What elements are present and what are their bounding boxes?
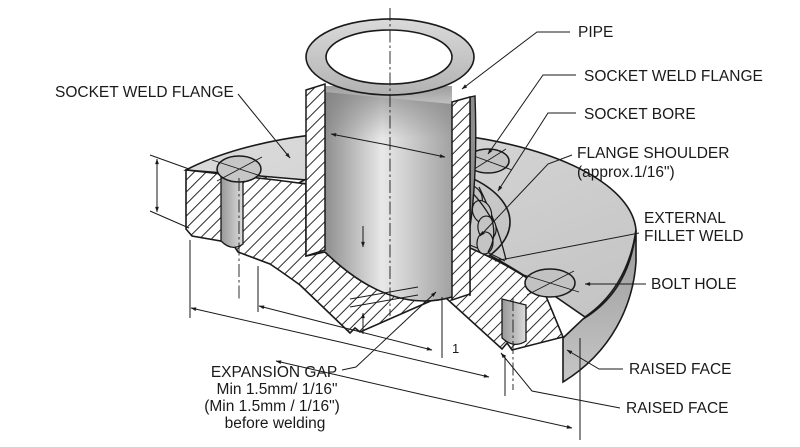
label-external-fillet-weld-line1: EXTERNAL <box>644 210 726 227</box>
leader-raised-face-lower <box>500 352 621 409</box>
label-expansion-gap-line2: Min 1.5mm/ 1/16" <box>217 381 338 398</box>
label-pipe: PIPE <box>578 24 613 41</box>
leader-expansion-gap <box>341 291 437 371</box>
bolt-hole-left <box>211 155 268 248</box>
dim-extension-lines <box>189 240 581 440</box>
pipe-wall-left-section <box>305 82 326 258</box>
dim-bottom-a <box>258 305 433 351</box>
dim-socket-depth <box>349 226 419 334</box>
dim-bore-diameter <box>330 133 446 158</box>
dim-bottom-c <box>275 360 573 429</box>
leader-raised-face-upper <box>566 349 623 370</box>
pipe-wall-right-section <box>451 96 471 302</box>
label-flange-shoulder-line2: (approx.1/16") <box>577 164 675 181</box>
leader-flange-shoulder <box>479 154 573 237</box>
label-raised-face-upper: RAISED FACE <box>629 361 732 378</box>
label-socket-weld-flange-right: SOCKET WELD FLANGE <box>584 68 763 85</box>
label-bolt-hole: BOLT HOLE <box>651 276 737 293</box>
pipe-bore <box>325 92 452 301</box>
flange-rim <box>562 229 637 384</box>
leader-lines <box>237 31 646 409</box>
leader-socket-weld-flange-left <box>237 93 291 159</box>
dimensions <box>149 133 581 440</box>
leader-pipe <box>461 31 570 90</box>
labels: PIPE SOCKET WELD FLANGE SOCKET BORE FLAN… <box>55 24 763 432</box>
leader-external-fillet-weld <box>494 232 640 262</box>
bolt-hole-right <box>501 268 580 345</box>
label-socket-weld-flange-left: SOCKET WELD FLANGE <box>55 84 234 101</box>
label-flange-shoulder-line1: FLANGE SHOULDER <box>577 145 729 162</box>
leader-socket-bore <box>497 112 576 192</box>
label-dim-tick: 1 <box>452 341 459 356</box>
pipe <box>305 18 477 302</box>
label-expansion-gap-line4: before welding <box>225 415 326 432</box>
leader-socket-weld-flange-right <box>487 74 576 155</box>
label-external-fillet-weld-line2: FILLET WELD <box>644 228 744 245</box>
label-expansion-gap-line3: (Min 1.5mm / 1/16") <box>204 398 340 415</box>
dim-bottom-b <box>190 307 490 378</box>
label-expansion-gap-line1: EXPANSION GAP <box>211 364 337 381</box>
label-raised-face-lower: RAISED FACE <box>626 400 729 417</box>
label-socket-bore: SOCKET BORE <box>584 106 696 123</box>
dim-flange-thickness <box>149 154 190 229</box>
centerlines <box>238 8 514 390</box>
pipe-top-rim <box>305 18 475 96</box>
